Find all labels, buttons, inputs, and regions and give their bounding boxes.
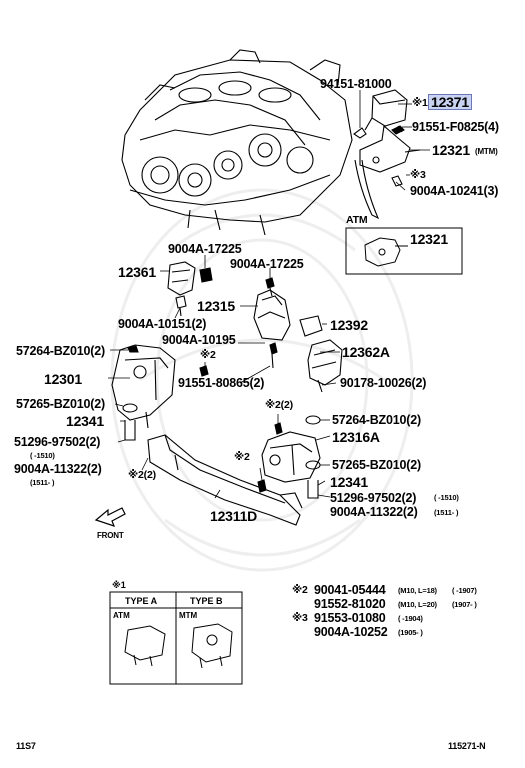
mark-note2-2a: ※2(2) (265, 399, 293, 411)
legend-type-a: TYPE A (125, 596, 158, 606)
label-57264-bz010-right: 57264-BZ010(2) (332, 413, 421, 427)
label-9004a-17225-a: 9004A-17225 (168, 242, 242, 256)
note-part-91552-81020: 91552-81020 (314, 597, 386, 611)
range-left-b: (1511- ) (30, 478, 55, 487)
atm-inset-box (345, 227, 463, 275)
note-spec-m10-l18: (M10, L=18) (398, 586, 437, 595)
range-left-a: ( -1510) (30, 451, 55, 460)
label-9004a-17225-b: 9004A-17225 (230, 257, 304, 271)
note-part-91553-01080: 91553-01080 (314, 611, 386, 625)
label-9004a-11322-right: 9004A-11322(2) (330, 505, 418, 519)
mark-note3: ※3 (410, 169, 426, 181)
watermark-emblem (110, 188, 414, 572)
note-range-1907-start: (1907- ) (452, 600, 477, 609)
label-9004a-10195: 9004A-10195 (162, 333, 236, 347)
mark-note2-c: ※2 (234, 451, 250, 463)
label-9004a-10241: 9004A-10241(3) (410, 184, 499, 198)
label-12301: 12301 (44, 371, 82, 387)
mark-note2-2b: ※2(2) (128, 469, 156, 481)
label-51296-97502-left: 51296-97502(2) (14, 435, 101, 449)
note-range-1904-end: ( -1904) (398, 614, 423, 623)
leader-lines (108, 255, 340, 499)
label-51296-97502-right: 51296-97502(2) (330, 491, 417, 505)
label-12362a: 12362A (342, 344, 390, 360)
footer-page-code: 11S7 (16, 741, 36, 751)
mark-note1: ※1 (412, 97, 428, 109)
label-12341-left: 12341 (66, 413, 104, 429)
tag-atm: ATM (346, 214, 368, 226)
label-12315: 12315 (197, 298, 235, 314)
footer-figure-code: 115271-N (448, 741, 486, 751)
label-12321-atm: 12321 (410, 231, 448, 247)
label-12311d: 12311D (210, 508, 258, 524)
label-9004a-10151: 9004A-10151(2) (118, 317, 207, 331)
label-12341-right: 12341 (330, 474, 368, 490)
note-part-9004a-10252: 9004A-10252 (314, 625, 388, 639)
bracket-12316a (257, 415, 321, 499)
leader-lines-top (359, 90, 430, 191)
label-12316a: 12316A (332, 429, 380, 445)
label-12361: 12361 (118, 264, 156, 280)
note-mark-2: ※2 (292, 584, 308, 596)
legend-mark: ※1 (112, 580, 126, 590)
legend-type-b: TYPE B (190, 596, 223, 606)
label-9004a-11322-left: 9004A-11322(2) (14, 462, 102, 476)
label-94151-81000: 94151-81000 (320, 77, 392, 91)
mount-12371 (353, 89, 421, 220)
front-arrow-icon (94, 507, 126, 527)
note-range-1905-start: (1905- ) (398, 628, 423, 637)
engine-illustration (121, 49, 353, 236)
label-front: FRONT (97, 531, 124, 540)
label-90178-10026: 90178-10026(2) (340, 376, 427, 390)
note-mark-3: ※3 (292, 612, 308, 624)
label-12321-mtm: 12321 (432, 142, 470, 158)
mount-12362a (307, 339, 343, 393)
label-12392: 12392 (330, 317, 368, 333)
label-57265-bz010-left: 57265-BZ010(2) (16, 397, 105, 411)
mark-note2-a: ※2 (200, 349, 216, 361)
label-12371-highlighted[interactable]: 12371 (428, 94, 472, 110)
legend-mtm: MTM (179, 611, 198, 620)
note-range-1907-end: ( -1907) (452, 586, 477, 595)
label-57265-bz010-right: 57265-BZ010(2) (332, 458, 421, 472)
bracket-12301 (111, 344, 209, 441)
tag-mtm: (MTM) (475, 147, 498, 156)
legend-atm: ATM (113, 611, 130, 620)
label-57264-bz010-left: 57264-BZ010(2) (16, 344, 105, 358)
label-91551-80865: 91551-80865(2) (178, 376, 265, 390)
range-right-a: ( -1510) (434, 493, 459, 502)
crossmember-12311d (147, 434, 303, 526)
mount-12315 (253, 277, 323, 369)
mount-12361 (167, 261, 213, 317)
note-part-90041-05444: 90041-05444 (314, 583, 386, 597)
range-right-b: (1511- ) (434, 508, 459, 517)
label-91551-f0825: 91551-F0825(4) (412, 120, 499, 134)
note-spec-m10-l20: (M10, L=20) (398, 600, 437, 609)
legend-table (109, 591, 243, 685)
